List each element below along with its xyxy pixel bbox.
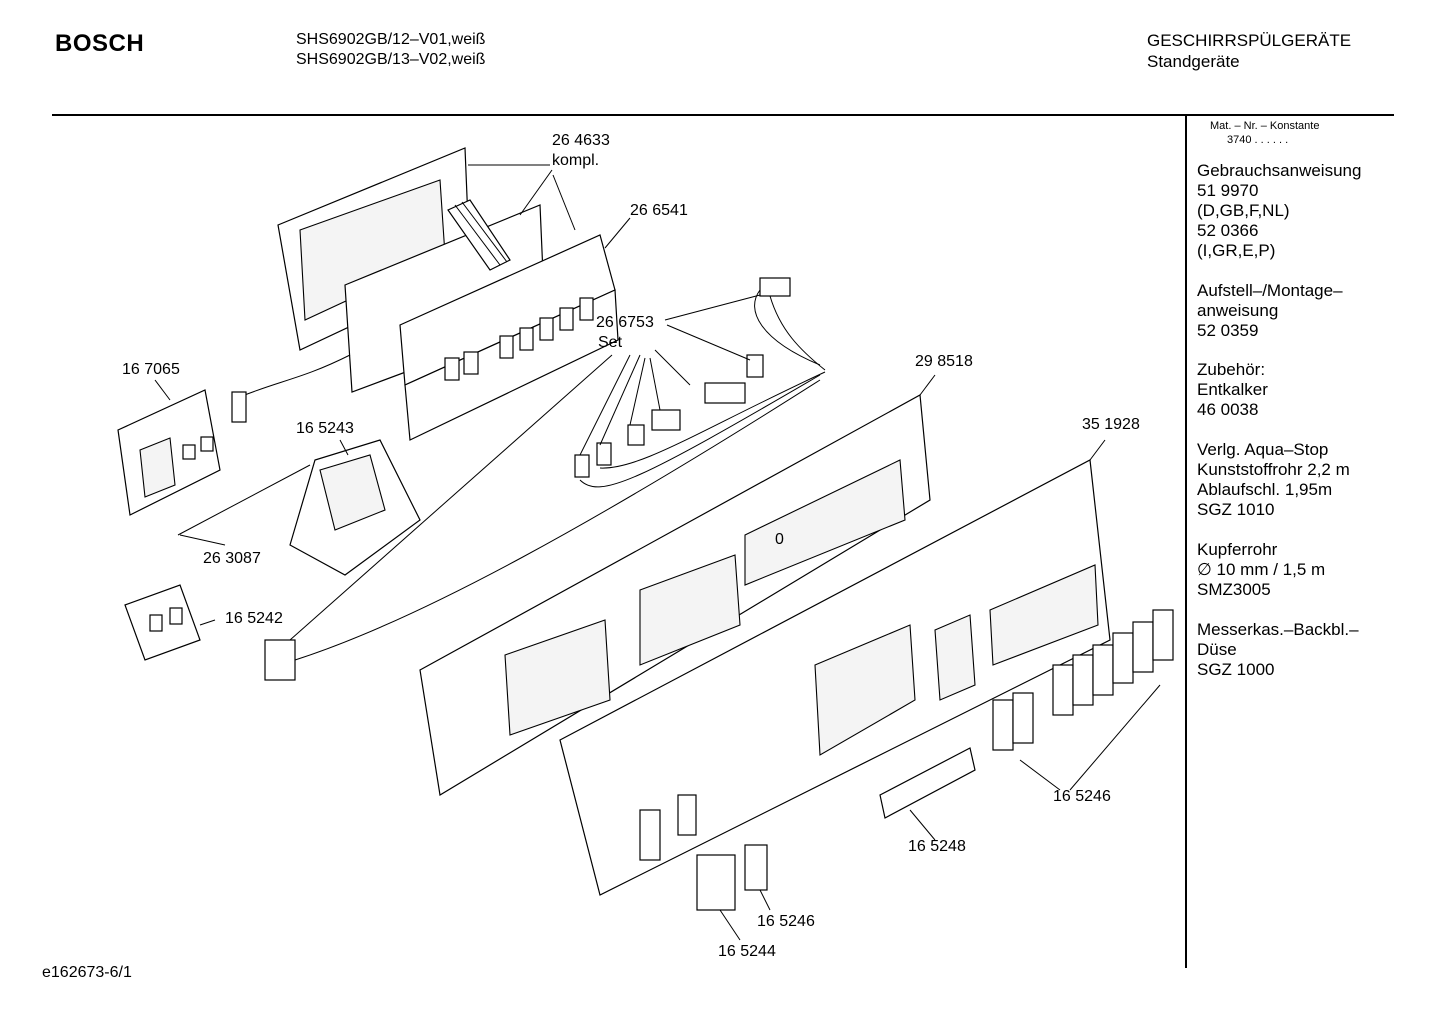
- sidebar-line: Zubehör:: [1197, 360, 1266, 379]
- sidebar-divider: [1185, 116, 1187, 968]
- callout-leader-lines: [154, 164, 1161, 941]
- callout-167065: 16 7065: [122, 361, 180, 378]
- part-264633-control-board: [277, 147, 546, 393]
- part-266753-cable-set: [264, 277, 826, 681]
- callout-263087: 26 3087: [203, 550, 261, 567]
- appliance-category: GESCHIRRSPÜLGERÄTE Standgeräte: [1147, 30, 1351, 72]
- material-constant: Mat. – Nr. – Konstante 3740 . . . . . .: [1210, 119, 1319, 147]
- category-title: GESCHIRRSPÜLGERÄTE: [1147, 31, 1352, 50]
- category-subtitle: Standgeräte: [1147, 52, 1240, 71]
- sidebar-line: ∅ 10 mm / 1,5 m: [1197, 560, 1326, 579]
- sidebar-line: Kupferrohr: [1197, 540, 1278, 559]
- model-line-1: SHS6902GB/12–V01,weiß: [296, 31, 486, 48]
- model-numbers: SHS6902GB/12–V01,weiß SHS6902GB/13–V02,w…: [296, 30, 485, 70]
- callout-264633-number: 26 4633: [552, 132, 610, 149]
- callout-298518: 29 8518: [915, 353, 973, 370]
- callout-165246-bottom: 16 5246: [757, 913, 815, 930]
- sidebar-line: 52 0359: [1197, 321, 1259, 340]
- callout-165246-right: 16 5246: [1053, 788, 1111, 805]
- sidebar-line: 52 0366: [1197, 221, 1259, 240]
- callout-165248: 16 5248: [908, 838, 966, 855]
- part-165246-buttons-right: [992, 609, 1174, 751]
- drawing-id: e162673-6/1: [42, 964, 132, 981]
- part-165243-bracket: [289, 439, 421, 576]
- callout-165243: 16 5243: [296, 420, 354, 437]
- sidebar-group-manual: Gebrauchsanweisung 51 9970 (D,GB,F,NL) 5…: [1197, 161, 1361, 261]
- sidebar-line: SMZ3005: [1197, 580, 1271, 599]
- part-165242-switch: [124, 584, 201, 661]
- part-167065-display: [117, 389, 221, 516]
- sidebar-line: Messerkas.–Backbl.–: [1197, 620, 1359, 639]
- part-298518-frame: [419, 394, 931, 796]
- sidebar-line: 46 0038: [1197, 400, 1259, 419]
- sidebar-line: Entkalker: [1197, 380, 1268, 399]
- sidebar-line: Aufstell–/Montage–: [1197, 281, 1343, 300]
- sidebar-line: Kunststoffrohr 2,2 m: [1197, 460, 1350, 479]
- callout-266753: 26 6753 Set: [596, 313, 654, 353]
- sidebar-line: Gebrauchsanweisung: [1197, 161, 1362, 180]
- model-line-2: SHS6902GB/13–V02,weiß: [296, 51, 486, 68]
- sidebar-group-accessories: Zubehör: Entkalker 46 0038: [1197, 360, 1268, 420]
- part-351928-front-panel: [559, 459, 1111, 896]
- material-constant-value: 3740 . . . . . .: [1227, 134, 1289, 146]
- part-266541-module: [399, 234, 619, 441]
- display-digit: 0: [775, 531, 784, 548]
- sidebar-group-aquastop: Verlg. Aqua–Stop Kunststoffrohr 2,2 m Ab…: [1197, 440, 1350, 520]
- part-165248-strip: [879, 747, 976, 819]
- sidebar-line: (I,GR,E,P): [1197, 241, 1276, 260]
- sidebar-line: Düse: [1197, 640, 1237, 659]
- sidebar-line: (D,GB,F,NL): [1197, 201, 1290, 220]
- material-constant-header: Mat. – Nr. – Konstante: [1210, 120, 1320, 132]
- sidebar-line: Verlg. Aqua–Stop: [1197, 440, 1329, 459]
- callout-266541: 26 6541: [630, 202, 688, 219]
- sidebar-group-nozzle: Messerkas.–Backbl.– Düse SGZ 1000: [1197, 620, 1359, 680]
- callout-266753-note: Set: [598, 334, 623, 351]
- sidebar-group-installation: Aufstell–/Montage– anweisung 52 0359: [1197, 281, 1343, 341]
- sidebar-line: anweisung: [1197, 301, 1279, 320]
- part-165244-165246-small-buttons: [696, 844, 768, 911]
- callout-266753-number: 26 6753: [596, 314, 654, 331]
- header-divider: [52, 114, 1394, 116]
- callout-165244: 16 5244: [718, 943, 776, 960]
- sidebar-line: 51 9970: [1197, 181, 1259, 200]
- callout-264633: 26 4633 kompl.: [552, 131, 610, 171]
- sidebar-line: SGZ 1010: [1197, 500, 1275, 519]
- brand-logo: BOSCH: [55, 30, 145, 57]
- sidebar-line: Ablaufschl. 1,95m: [1197, 480, 1333, 499]
- callout-264633-note: kompl.: [552, 152, 600, 169]
- callout-351928: 35 1928: [1082, 416, 1140, 433]
- callout-165242: 16 5242: [225, 610, 283, 627]
- sidebar-group-copper-pipe: Kupferrohr ∅ 10 mm / 1,5 m SMZ3005: [1197, 540, 1325, 600]
- sidebar-line: SGZ 1000: [1197, 660, 1275, 679]
